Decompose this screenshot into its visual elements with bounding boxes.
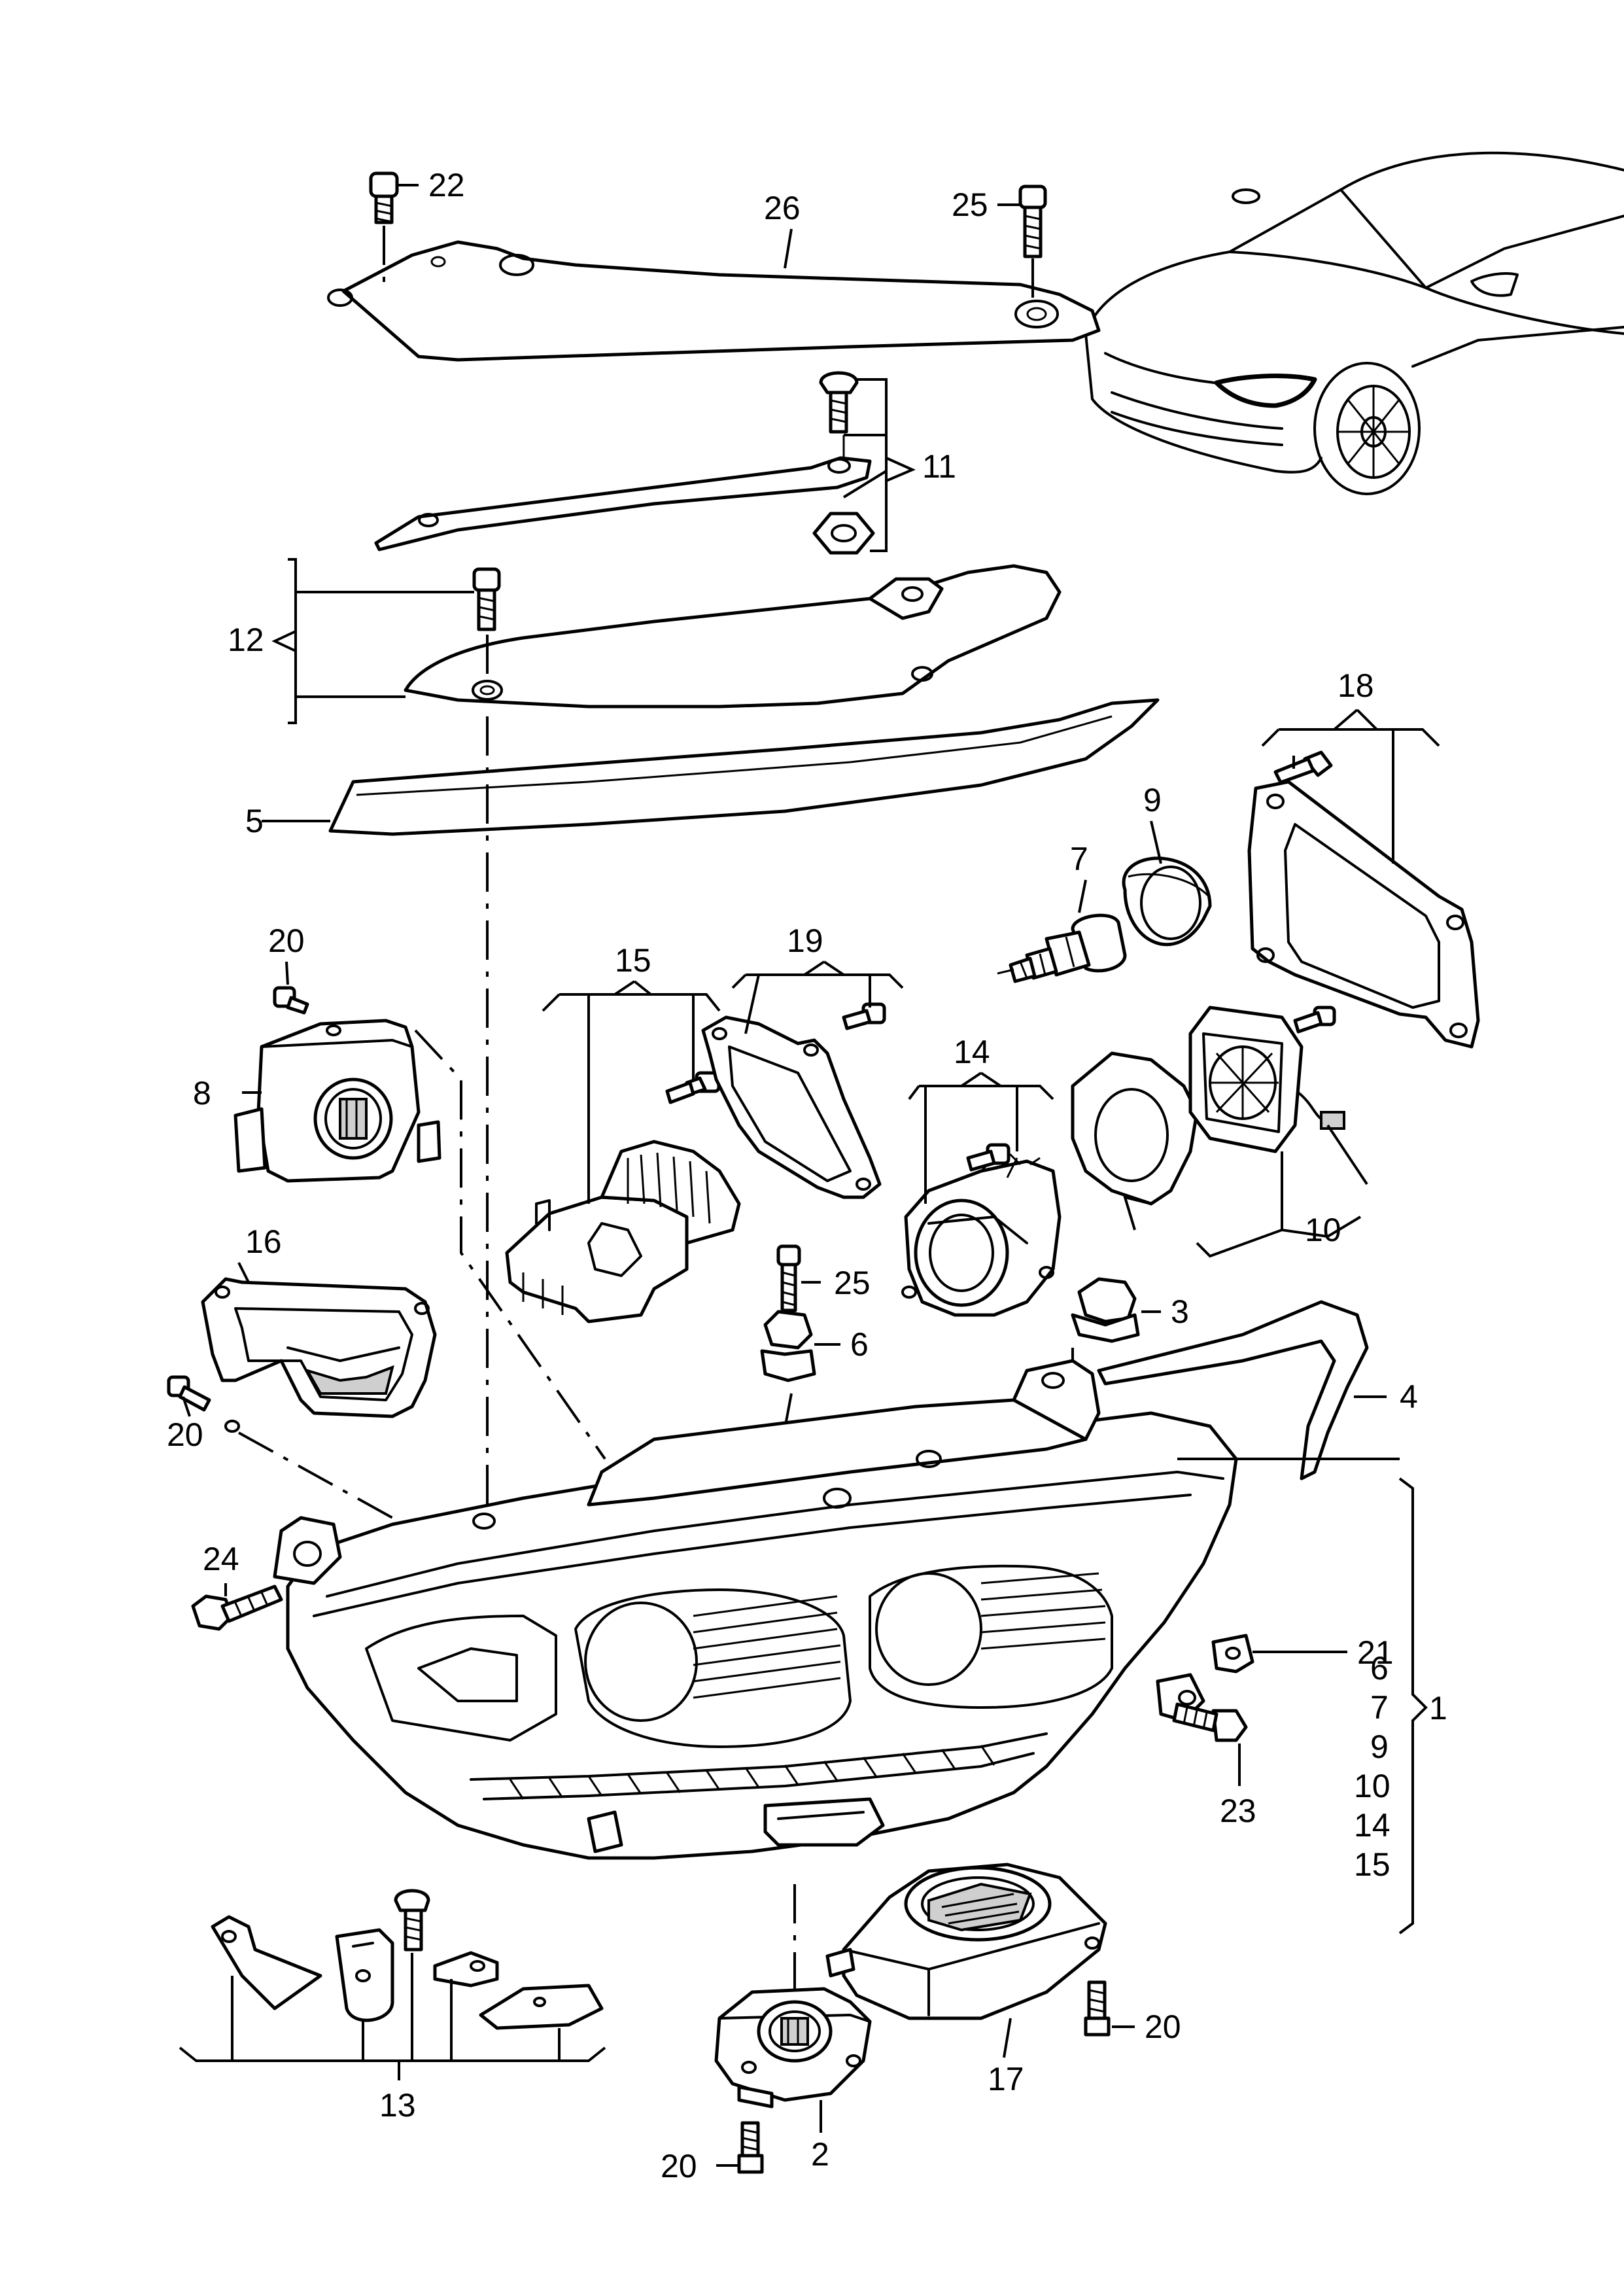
callout-4: 4 [1400,1378,1418,1415]
alignment-line [238,1431,393,1519]
part-14-projector-lens [901,1143,1062,1317]
part-19-gasket-frame [701,1002,886,1199]
part-21-clip [1211,1634,1254,1673]
callout-8: 8 [193,1075,211,1112]
part-8-control-unit [233,986,441,1183]
part-25-screw-top [1018,184,1047,301]
callout-20: 20 [268,922,305,959]
part-5-trim-moulding [328,698,1160,836]
callout-22: 22 [428,167,465,203]
callout-3: 3 [1171,1293,1189,1330]
callout-21: 21 [1357,1634,1394,1671]
callout-20: 20 [1145,2008,1181,2045]
part-9-ring [1122,856,1212,947]
part-7-bulb-holder [997,913,1127,983]
assembly-item: 6 [1370,1650,1389,1687]
callout-14: 14 [954,1034,990,1070]
leader-lines [179,184,1440,2167]
callout-5: 5 [245,803,264,839]
highlighted-headlight [1214,374,1317,408]
part-12-bracket [404,564,1062,709]
callout-20: 20 [661,2148,697,2184]
part-24-bolt [191,1585,283,1631]
callout-2: 2 [811,2136,829,2173]
callout-20: 20 [167,1416,203,1453]
wheel-icon [1313,362,1421,495]
callout-15: 15 [615,942,651,979]
part-15-light-module [505,1071,741,1323]
assembly-label: 1 [1429,1690,1447,1726]
callout-16: 16 [245,1223,282,1260]
part-1-headlight-assembly [273,1359,1238,1860]
vehicle-location-thumbnail [1084,151,1624,495]
part-26-cover-plate [327,240,1101,362]
callout-labels: 22 26 25 11 12 18 5 9 7 20 15 19 8 14 10… [167,167,1418,2184]
part-4-seal-strip [1097,1300,1369,1480]
part-13-bracket-set [211,1889,604,2030]
callout-17: 17 [988,2061,1024,2097]
part-10-cooling-fan [1071,1006,1345,1206]
assembly-1-parts-list: 1 6 7 9 10 14 15 [1354,1650,1447,1883]
part-18-seal-frame [1247,750,1480,1049]
part-22-screw [369,171,399,288]
part-11-trim-strip [374,371,875,555]
alignment-line [414,1029,606,1460]
callout-23: 23 [1220,1793,1256,1829]
callout-19: 19 [787,922,823,959]
assembly-item: 14 [1354,1807,1391,1844]
callout-9: 9 [1143,782,1162,818]
callout-10: 10 [1305,1212,1341,1248]
assembly-item: 7 [1370,1689,1389,1726]
part-16-adapter-housing [167,1277,437,1433]
callout-24: 24 [203,1541,239,1577]
callout-25: 25 [834,1265,871,1301]
callout-13: 13 [379,2087,416,2124]
assembly-item: 15 [1354,1846,1391,1883]
part-23-screw [1172,1702,1248,1742]
assembly-item: 9 [1370,1728,1389,1765]
callout-25: 25 [952,186,988,223]
callout-18: 18 [1338,667,1374,704]
callout-12: 12 [228,622,264,658]
callout-7: 7 [1070,841,1088,877]
part-2-control-unit [714,1987,872,2174]
part-3-clip [1071,1277,1140,1387]
callout-26: 26 [764,190,801,226]
assembly-item: 10 [1354,1768,1391,1804]
part-17-control-unit [825,1863,1111,2037]
part-25-6-screw-clip [760,1244,816,1446]
callout-11: 11 [922,448,956,485]
callout-6: 6 [850,1326,869,1363]
